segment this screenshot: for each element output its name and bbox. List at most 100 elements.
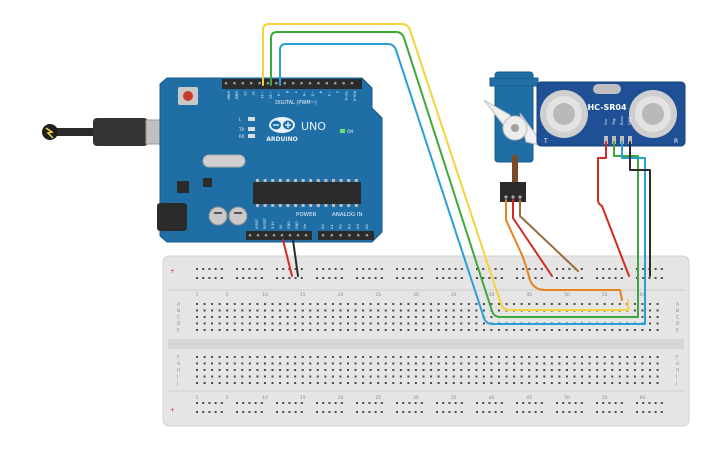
header-pin[interactable] xyxy=(256,234,260,237)
power-pin-label: GND xyxy=(295,221,299,229)
sensor-pin-label: Echo xyxy=(620,116,624,125)
row-letter: A xyxy=(177,302,181,308)
sensor-pin[interactable] xyxy=(612,136,616,144)
column-number: 55 xyxy=(602,292,608,298)
analog-pin-label: A2 xyxy=(339,224,343,229)
chip-pin xyxy=(332,179,335,182)
column-number: 40 xyxy=(489,292,495,298)
servo-motor xyxy=(483,71,546,202)
header-pin[interactable] xyxy=(266,82,270,85)
top-pin-label: 4 xyxy=(319,91,323,94)
row-letter: F xyxy=(177,355,180,361)
header-pin[interactable] xyxy=(304,234,308,237)
header-pin[interactable] xyxy=(283,82,286,85)
top-pin-label: RX←0 xyxy=(352,91,356,102)
led-rx-label: RX xyxy=(239,134,245,139)
header-pin[interactable] xyxy=(334,82,337,85)
header-pin[interactable] xyxy=(275,82,278,85)
top-pin-label: TX→1 xyxy=(344,90,348,101)
header-pin[interactable] xyxy=(250,82,253,85)
header-pin[interactable] xyxy=(321,234,325,237)
header-pin[interactable] xyxy=(296,234,300,237)
header-pin[interactable] xyxy=(292,82,295,85)
header-pin[interactable] xyxy=(365,234,369,237)
chip-pin xyxy=(301,179,305,182)
top-pin-label: ~11 xyxy=(260,91,264,99)
header-pin[interactable] xyxy=(248,234,252,237)
header-pin[interactable] xyxy=(241,82,244,85)
reset-button[interactable] xyxy=(183,91,193,101)
power-pin-label: IOREF xyxy=(255,219,259,229)
header-pin[interactable] xyxy=(233,82,236,85)
chip-pin xyxy=(316,179,320,182)
column-number: 40 xyxy=(489,395,495,401)
header-pin[interactable] xyxy=(317,82,320,85)
header-pin[interactable] xyxy=(339,234,342,237)
column-number: 45 xyxy=(526,292,532,298)
chip-pin xyxy=(354,179,358,182)
column-number: 15 xyxy=(300,395,306,401)
column-number: 50 xyxy=(564,292,570,298)
header-pin[interactable] xyxy=(342,82,345,85)
header-pin[interactable] xyxy=(348,234,351,237)
header-pin[interactable] xyxy=(258,82,261,85)
top-pin-label: ~3 xyxy=(327,91,331,96)
column-number: 1 xyxy=(196,292,199,298)
rail-plus-bottom: + xyxy=(170,407,175,414)
sensor-pin[interactable] xyxy=(628,136,632,144)
header-pin[interactable] xyxy=(308,82,312,85)
top-pin-label: AREF xyxy=(226,91,230,100)
top-pin-label: 13 xyxy=(243,91,247,96)
rail-plus-top: + xyxy=(170,268,175,275)
top-pin-label: 12 xyxy=(252,91,256,96)
digital-header-label: DIGITAL (PWM~) xyxy=(275,100,317,106)
column-number: 20 xyxy=(338,292,344,298)
header-pin[interactable] xyxy=(264,234,268,237)
row-letter: H xyxy=(676,368,679,374)
analog-pin-label: A0 xyxy=(321,224,325,229)
chip-pin xyxy=(294,179,297,182)
header-pin[interactable] xyxy=(325,82,328,85)
row-letter: A xyxy=(676,302,680,308)
chip-pin xyxy=(263,179,267,182)
row-letter: F xyxy=(676,355,679,361)
header-pin[interactable] xyxy=(272,234,276,237)
chip-pin xyxy=(324,204,328,207)
chip-pin xyxy=(294,204,297,207)
header-pin[interactable] xyxy=(288,234,292,237)
chip-pin xyxy=(347,204,351,207)
top-pin-label: ~5 xyxy=(310,91,314,96)
sensor-pin[interactable] xyxy=(604,136,608,144)
power-pin-label: RESET xyxy=(263,217,267,229)
column-number: 35 xyxy=(451,292,457,298)
top-pin-label: 7 xyxy=(294,91,298,93)
sensor-pin[interactable] xyxy=(620,136,624,144)
column-number: 5 xyxy=(226,395,229,401)
sensor-r-label: R xyxy=(674,138,678,145)
model-label: UNO xyxy=(301,120,326,133)
header-pin[interactable] xyxy=(350,82,354,85)
row-letter: G xyxy=(177,361,181,367)
header-pin[interactable] xyxy=(224,82,228,85)
sensor-model-label: HC-SR04 xyxy=(587,103,627,112)
column-number: 45 xyxy=(526,395,532,401)
header-pin[interactable] xyxy=(280,234,284,237)
header-pin[interactable] xyxy=(300,82,303,85)
chip-pin xyxy=(301,204,305,207)
power-pin-label: 3.3V xyxy=(271,221,275,229)
column-number: 15 xyxy=(300,292,306,298)
analog-pin-label: A5 xyxy=(365,224,369,229)
top-pin-label: 8 xyxy=(285,91,289,94)
row-letter: D xyxy=(177,321,181,327)
header-pin[interactable] xyxy=(357,234,360,237)
atmega-chip xyxy=(253,182,361,204)
chip-pin xyxy=(339,204,343,207)
top-pin-label: ~10 xyxy=(268,91,272,99)
wire-red-sensor-vcc xyxy=(597,141,630,277)
chip-pin xyxy=(332,204,335,207)
header-pin[interactable] xyxy=(330,234,333,237)
